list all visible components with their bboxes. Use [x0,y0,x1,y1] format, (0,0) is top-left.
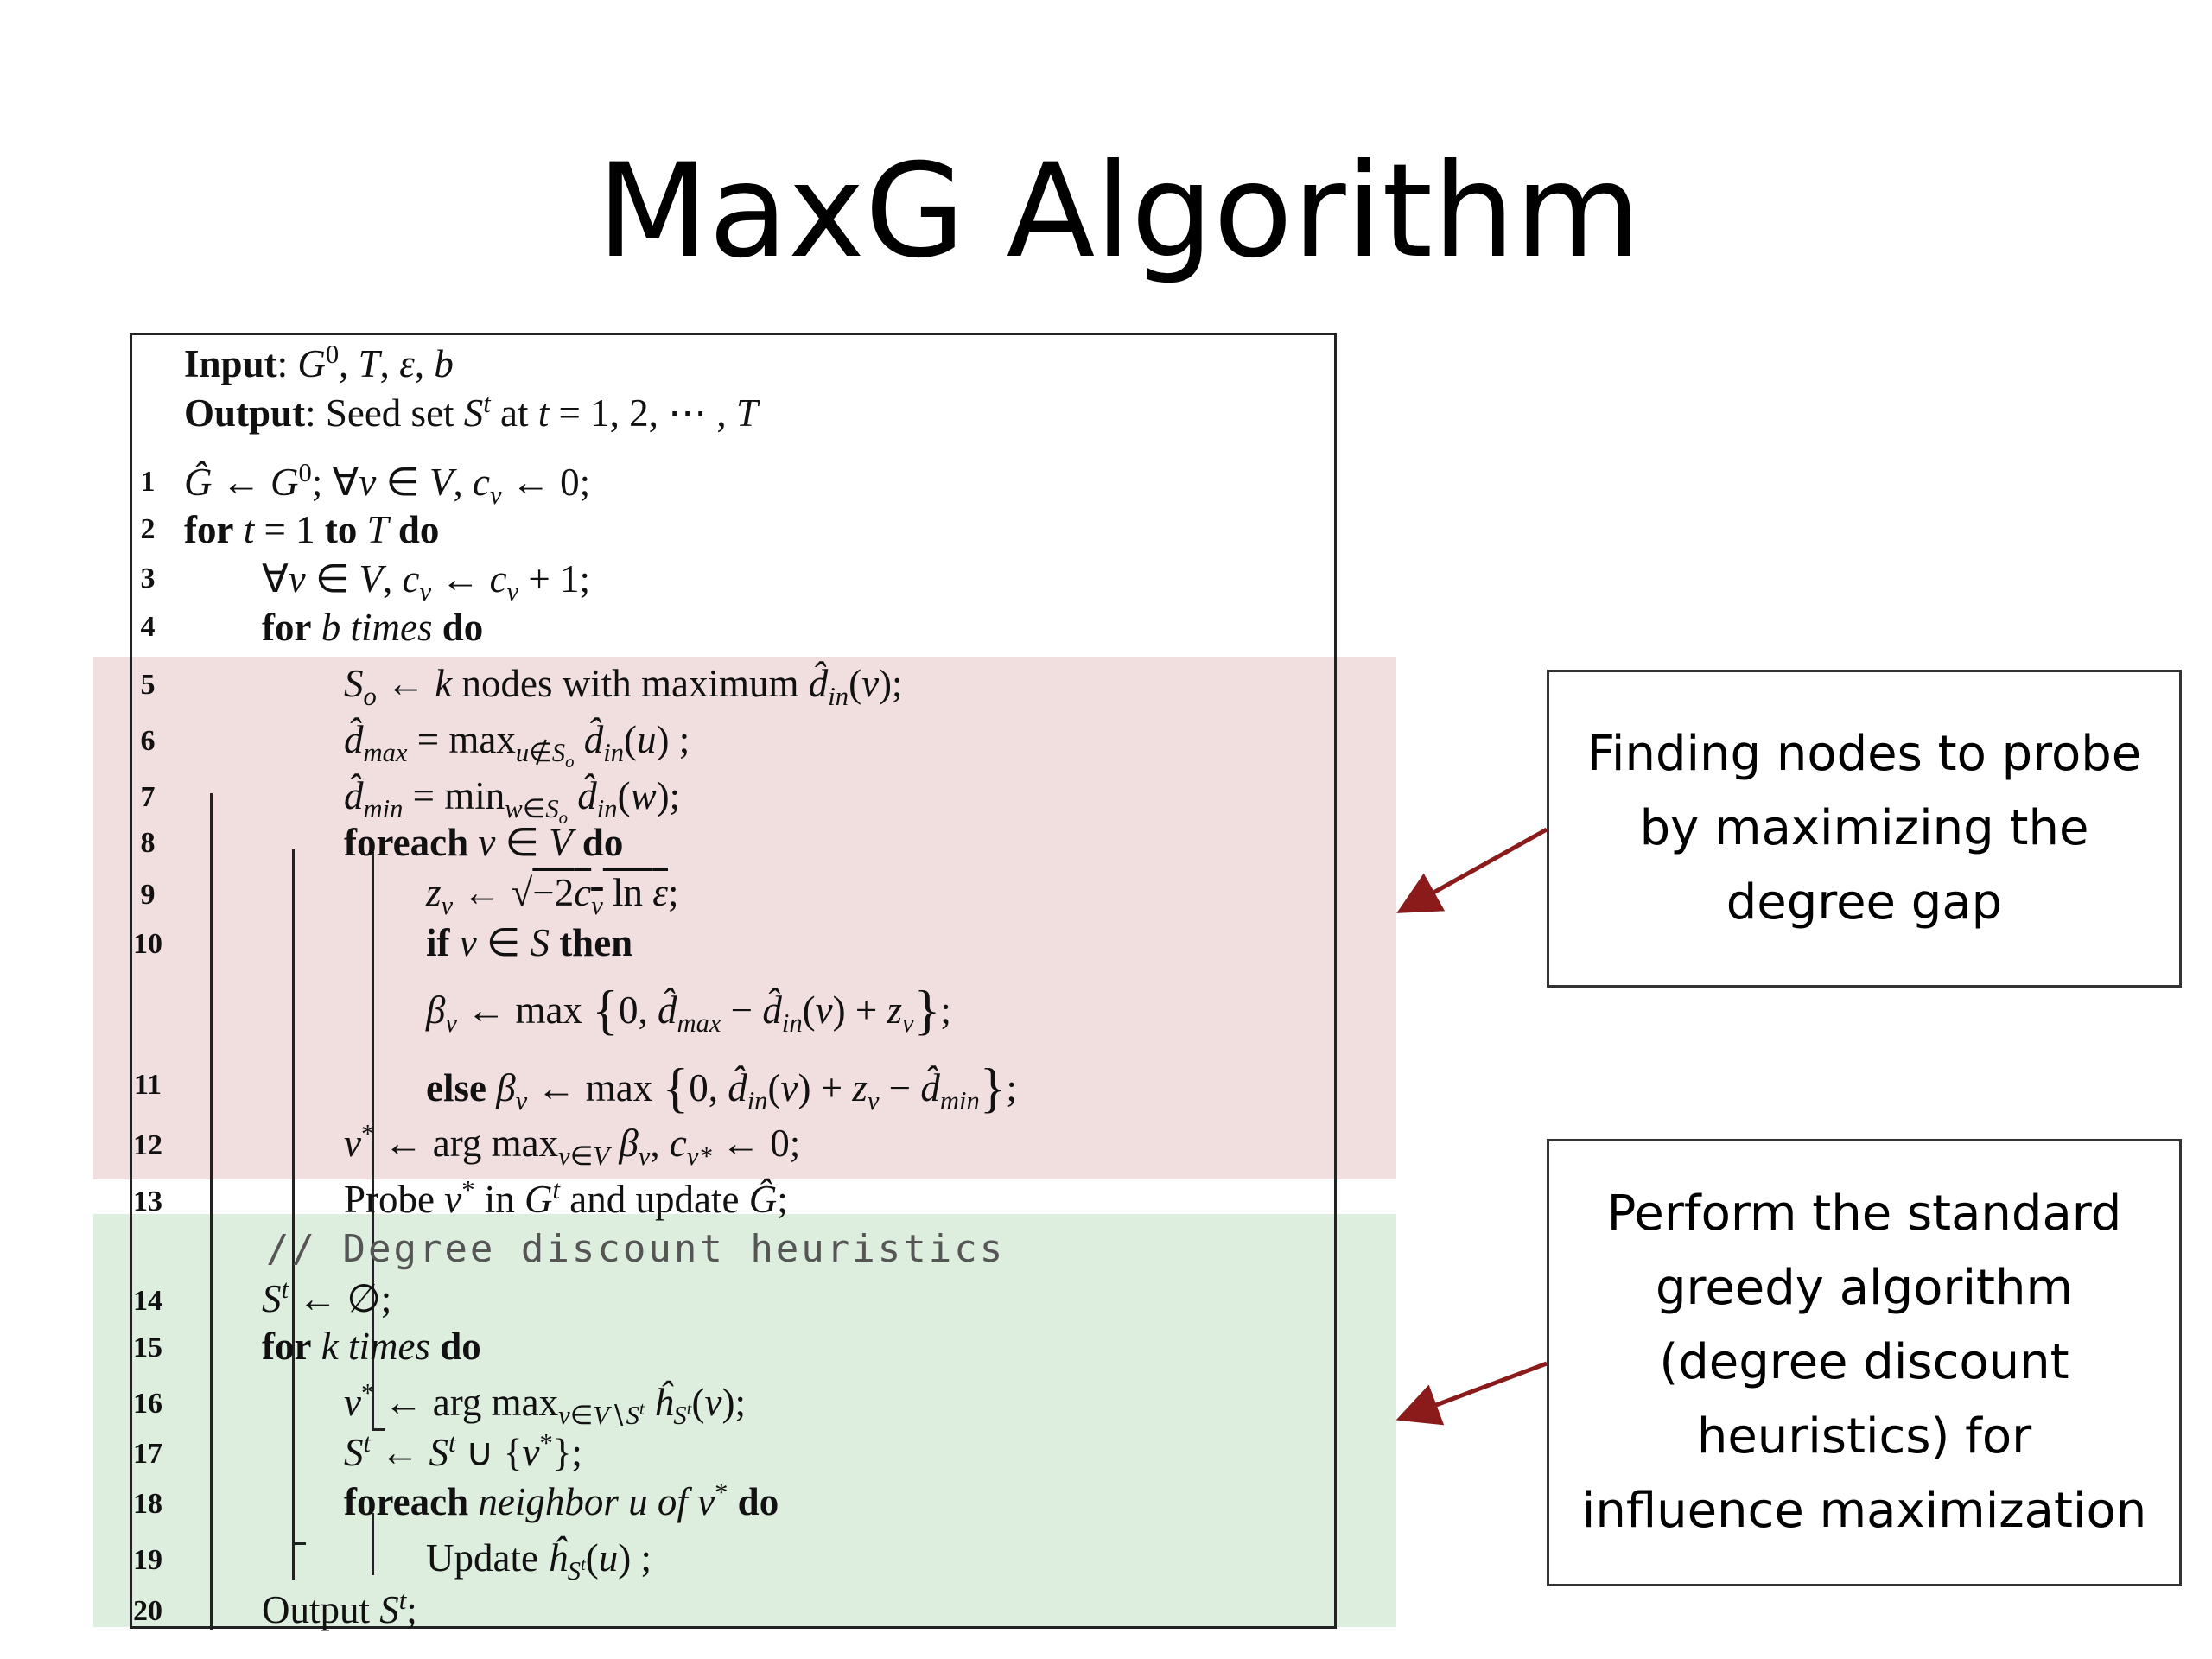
algo-line-18: foreach neighbor u of v* do [344,1478,779,1523]
algo-line-3: ∀v ∈ V, cv ← cv + 1; [262,557,591,607]
input-label: Input [184,342,277,385]
loop-bar-foreach-v [372,852,374,1431]
algorithm-box: Input: G0, T, ε, b Output: Seed set St a… [130,333,1337,1631]
algo-output-line: Output: Seed set St at t = 1, 2, ⋯ , T [184,389,758,435]
line-number: 14 [133,1285,162,1317]
algo-line-15: for k times do [262,1325,481,1368]
line-number: 10 [133,928,162,960]
kw-at: at [500,391,529,435]
kw-do: do [737,1480,779,1523]
algo-line-12: v* ← arg maxv∈V βv, cv* ← 0; [344,1119,801,1171]
callout-greedy-line: greedy algorithm [1656,1260,2073,1316]
kw-for: for [262,1325,312,1368]
kw-do: do [442,606,484,649]
loop-bar-foreach-v-end [372,1428,385,1431]
algo-line-16: v* ← arg maxv∈V∖St ĥSt(v); [344,1378,746,1430]
algo-line-4: for b times do [262,606,484,649]
loop-bar-for-b-end [292,1542,306,1545]
callout-probe-line: degree gap [1726,874,2003,931]
line-number: 1 [140,466,156,498]
line13-probe: Probe [344,1178,435,1221]
line-number: 5 [140,669,156,701]
line-number: 17 [133,1438,162,1470]
callout-greedy-line: Perform the standard [1606,1185,2122,1242]
output-label: Output [184,391,306,435]
line-number: 13 [133,1185,162,1217]
algo-line-17: St ← St ∪ {v*}; [344,1428,582,1474]
output-text: Seed set [325,391,454,435]
callout-greedy-line: (degree discount [1659,1334,2069,1390]
arrow-to-probe-band [1396,827,1548,913]
kw-if: if [426,921,450,964]
algo-line-10: if v ∈ S then [426,921,633,964]
algo-line-6: d̂max = maxu∉So d̂in(u) ; [344,718,690,772]
line-number: 6 [140,725,156,757]
algo-line-20: Output St; [262,1586,417,1631]
probe-highlight-band [93,657,1396,1179]
callout-probe-line: Finding nodes to probe [1586,726,2142,782]
kw-for: for [184,508,234,551]
line-number: 20 [133,1595,162,1627]
kw-do: do [440,1325,481,1368]
kw-then: then [559,921,633,964]
algo-line-9: zv ← √−2cv ln ε; [426,871,679,920]
line-number: 4 [140,611,156,643]
kw-of: of [657,1480,688,1523]
callout-greedy: Perform the standard greedy algorithm (d… [1547,1139,2182,1586]
loop-bar-for-b [292,849,295,1545]
loop-bar-for-k [292,1362,295,1580]
line19-update: Update [426,1536,538,1580]
algo-line-5: So ← k nodes with maximum d̂in(v); [344,662,903,711]
algo-line-7: d̂min = minw∈So d̂in(w); [344,774,681,829]
kw-foreach: foreach [344,821,469,864]
algo-line-11: else βv ← max {0, d̂in(v) + zv − d̂min}; [426,1057,1017,1118]
kw-neighbor: neighbor [478,1480,619,1523]
kw-else: else [426,1066,486,1109]
greedy-highlight-band [93,1214,1396,1627]
line-number: 16 [133,1388,162,1420]
algo-line-13: Probe v* in Gt and update Ĝ; [344,1175,788,1221]
line-number: 2 [140,513,156,545]
line-number: 12 [133,1129,162,1161]
algo-line-1: Ĝ ← G0; ∀v ∈ V, cv ← 0; [184,458,591,510]
kw-do: do [582,821,624,864]
kw-foreach: foreach [344,1480,469,1523]
callout-greedy-line: influence maximization [1581,1483,2147,1539]
algo-line-8: foreach v ∈ V do [344,821,624,864]
kw-times: times [350,606,433,649]
algo-line-2: for t = 1 to T do [184,508,440,551]
line13-update: and update [569,1178,740,1221]
line-number: 9 [140,879,156,911]
line-number: 19 [133,1544,162,1576]
line-number: 11 [133,1069,162,1101]
line-number: 7 [140,781,156,813]
algo-comment: // Degree discount heuristics [266,1227,1006,1271]
arrow-to-greedy-band [1395,1361,1548,1426]
slide-title: MaxG Algorithm [596,137,1642,287]
line5-text: nodes with maximum [461,662,799,705]
line13-in: in [484,1178,515,1221]
kw-times: times [347,1325,430,1368]
line-number: 8 [140,827,156,859]
algo-input-line: Input: G0, T, ε, b [184,340,454,385]
line20-output: Output [262,1588,371,1631]
callout-probe: Finding nodes to probe by maximizing the… [1547,670,2182,988]
line-number: 18 [133,1488,162,1520]
algo-line-19: Update ĥSt(u) ; [426,1536,652,1586]
callout-probe-line: by maximizing the [1639,800,2089,856]
kw-do: do [397,508,440,551]
line-number: 3 [140,563,156,594]
kw-for: for [262,606,312,649]
loop-bar-for-t [210,793,213,1630]
loop-bar-foreach-neighbor [372,1513,374,1575]
algo-line-14: St ← ∅; [262,1274,392,1320]
callout-greedy-line: heuristics) for [1696,1408,2032,1465]
line-number: 15 [133,1332,162,1363]
algo-line-10b: βv ← max {0, d̂max − d̂in(v) + zv}; [426,979,951,1040]
kw-to: to [324,508,358,551]
